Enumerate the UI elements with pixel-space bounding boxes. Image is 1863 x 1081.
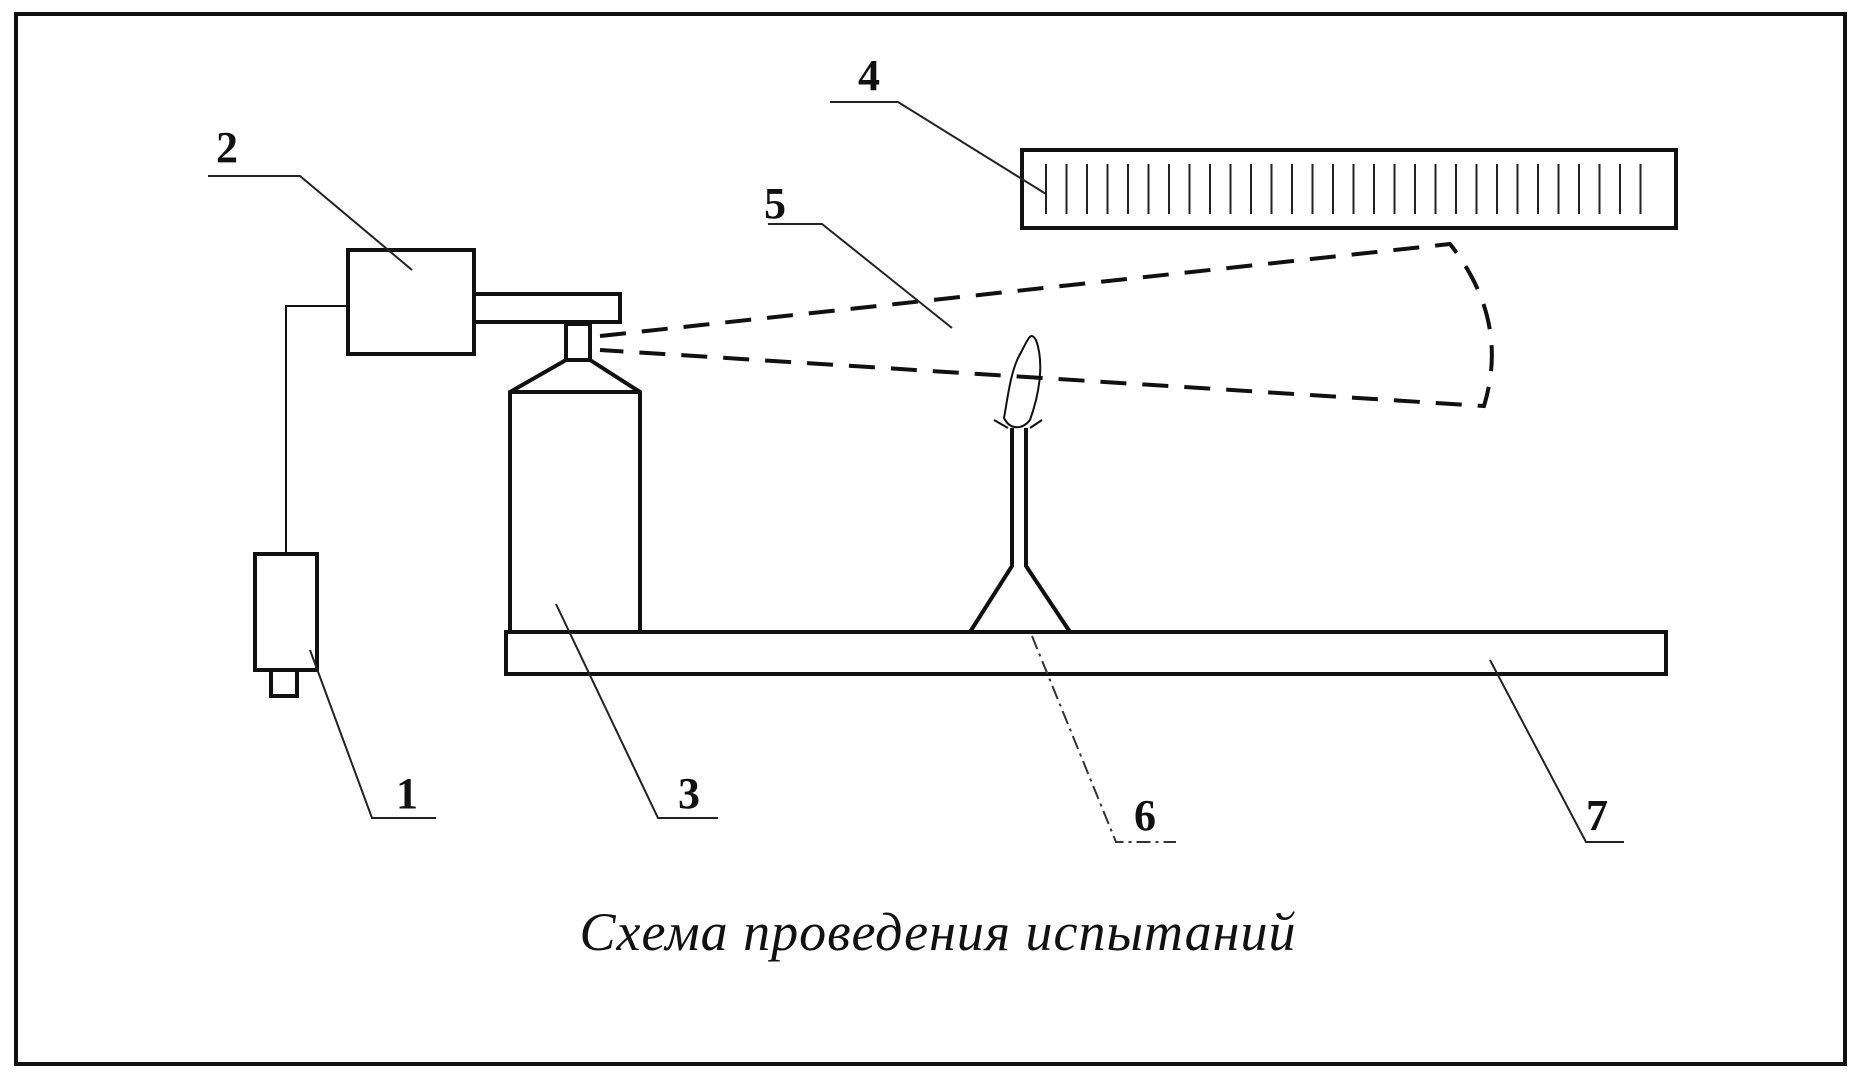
flame-icon [1002, 335, 1042, 429]
label-7: 7 [1586, 791, 1608, 840]
label-4: 4 [858, 51, 880, 100]
component-3-cylinder [508, 358, 642, 632]
nozzle [564, 322, 592, 362]
connecting-wire [285, 305, 348, 554]
component-2-box [346, 248, 476, 356]
component-6-burner [968, 335, 1072, 634]
label-2: 2 [216, 123, 238, 172]
label-5: 5 [764, 179, 786, 228]
scale-ticks [1045, 164, 1642, 214]
nozzle-arm [472, 292, 622, 326]
label-3: 3 [678, 769, 700, 818]
component-1-device [253, 552, 319, 698]
outer-frame [14, 12, 1847, 1066]
label-1: 1 [396, 769, 418, 818]
component-7-base [504, 630, 1668, 676]
component-4-scale [1020, 148, 1678, 230]
diagram-caption: Схема проведения испытаний [580, 902, 1297, 962]
leader-lines [208, 101, 1624, 843]
component-5-spray-cone [599, 241, 1494, 409]
label-6: 6 [1134, 791, 1156, 840]
